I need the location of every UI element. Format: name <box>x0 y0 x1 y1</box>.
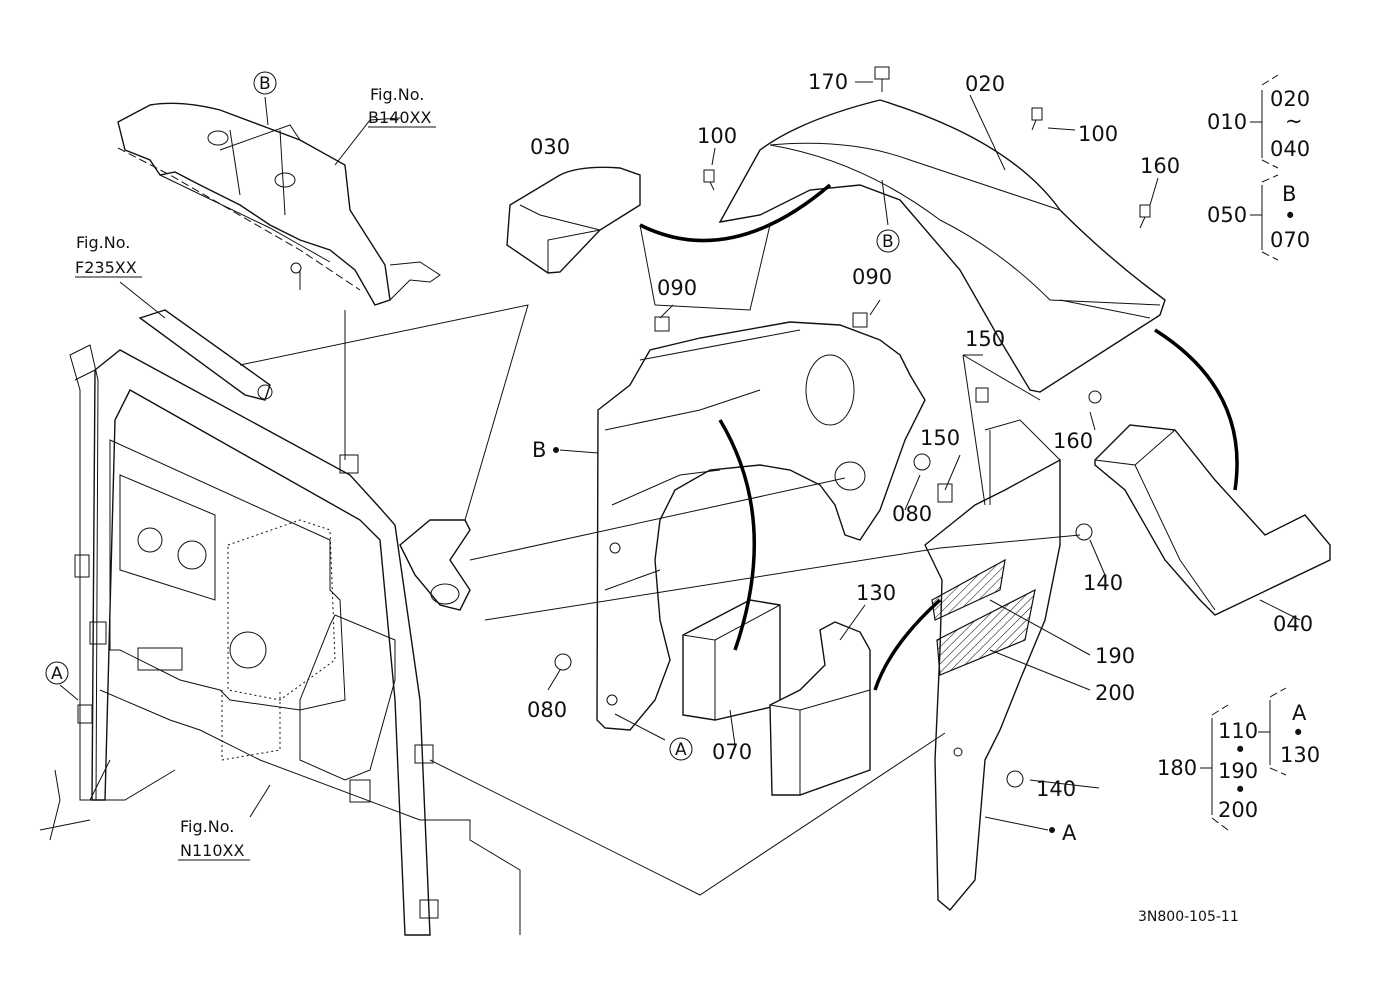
drawing-code: 3N800-105-11 <box>1138 909 1239 925</box>
key-180-dot-2: • <box>1234 778 1246 802</box>
part-080-left-label: 080 <box>527 698 567 722</box>
fig-ref-f235xx-code: F235XX <box>75 258 137 277</box>
part-100-right-label: 100 <box>1078 122 1118 146</box>
part-100-left-label: 100 <box>697 124 737 148</box>
key-050-sep: • <box>1284 204 1296 228</box>
part-140-bottom-label: 140 <box>1036 777 1076 801</box>
part-020-label: 020 <box>965 72 1005 96</box>
ref-a-label: A <box>1062 821 1077 845</box>
key-180-parent: 180 <box>1157 756 1197 780</box>
ref-b-top-letter: B <box>259 74 271 94</box>
part-040-label: 040 <box>1273 612 1313 636</box>
part-070-label: 070 <box>712 740 752 764</box>
assembly-key-180: 180 110 • 190 • 200 A • 130 <box>1157 687 1320 831</box>
ref-b-arrow-letter: B <box>882 232 894 252</box>
ref-a-dot <box>1049 827 1055 833</box>
fig-ref-b140xx: Fig.No. B140XX <box>368 85 436 128</box>
cover-parts-drawing <box>506 66 1331 911</box>
key-010-sep: ~ <box>1285 109 1303 133</box>
key-180-item-110: 110 <box>1218 719 1258 743</box>
ref-b-label: B <box>532 438 546 462</box>
key-180-sub-130: 130 <box>1280 743 1320 767</box>
key-180-item-200: 200 <box>1218 798 1258 822</box>
key-180-sub-a: A <box>1292 701 1307 725</box>
ref-b-circle-arrow: B <box>876 229 900 253</box>
fig-ref-n110xx-code: N110XX <box>180 841 244 860</box>
fig-ref-n110xx-caption: Fig.No. <box>180 817 234 836</box>
assembly-key-050: 050 B • 070 <box>1207 174 1310 261</box>
part-150-top-label: 150 <box>965 327 1005 351</box>
part-140-top-label: 140 <box>1083 571 1123 595</box>
key-180-item-190: 190 <box>1218 759 1258 783</box>
ref-a-left-letter: A <box>51 664 63 684</box>
part-170-label: 170 <box>808 70 848 94</box>
key-010-from: 020 <box>1270 87 1310 111</box>
part-200-label: 200 <box>1095 681 1135 705</box>
fig-ref-n110xx: Fig.No. N110XX <box>178 817 250 861</box>
ref-a-circle-left: A <box>45 661 69 685</box>
part-160-bottom-label: 160 <box>1053 429 1093 453</box>
key-050-to: 070 <box>1270 228 1310 252</box>
assembly-key-010: 010 020 ~ 040 <box>1207 74 1310 169</box>
ref-b-circle-top: B <box>253 71 277 95</box>
fig-ref-b140xx-caption: Fig.No. <box>370 85 424 104</box>
leader-lines <box>59 81 1301 896</box>
key-050-parent: 050 <box>1207 203 1247 227</box>
part-030-label: 030 <box>530 135 570 159</box>
fig-ref-f235xx-caption: Fig.No. <box>76 233 130 252</box>
key-010-to: 040 <box>1270 137 1310 161</box>
ref-a-bottom-letter: A <box>675 740 687 760</box>
ref-b-dot <box>553 447 559 453</box>
key-180-sub-dot: • <box>1292 721 1304 745</box>
part-130-label: 130 <box>856 581 896 605</box>
cab-frame-drawing <box>39 102 521 936</box>
ref-a-circle-bottom: A <box>669 737 693 761</box>
part-190-label: 190 <box>1095 644 1135 668</box>
key-010-parent: 010 <box>1207 110 1247 134</box>
part-090-left-label: 090 <box>657 276 697 300</box>
part-160-top-label: 160 <box>1140 154 1180 178</box>
part-090-right-label: 090 <box>852 265 892 289</box>
fig-ref-b140xx-code: B140XX <box>368 108 431 127</box>
key-050-from: B <box>1282 182 1296 206</box>
fig-ref-f235xx: Fig.No. F235XX <box>75 233 142 278</box>
part-080-right-label: 080 <box>892 502 932 526</box>
part-150-lower-label: 150 <box>920 426 960 450</box>
key-180-dot-1: • <box>1234 738 1246 762</box>
